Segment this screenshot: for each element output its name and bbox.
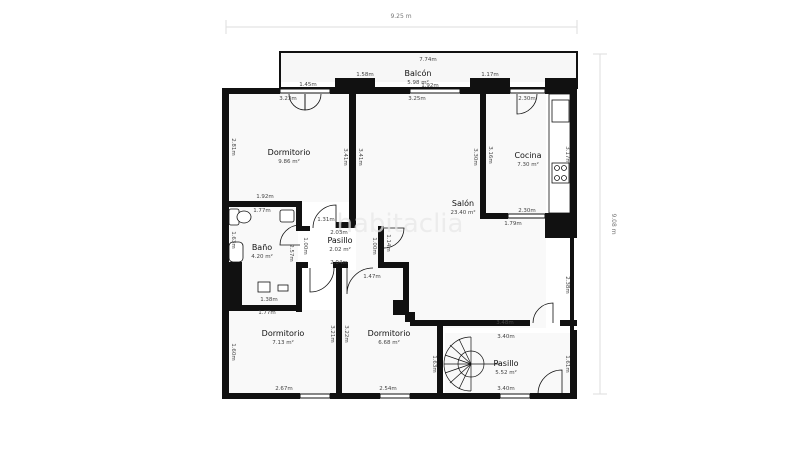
balcony-outline — [279, 51, 578, 89]
room-area-dormitorio-1: 9.86 m² — [278, 158, 300, 165]
dim-label: 2.30m — [518, 208, 536, 214]
dim-label: 1.63m — [431, 355, 437, 373]
fixtures — [228, 93, 571, 293]
room-area-pasillo-1: 2.02 m² — [329, 246, 351, 253]
room-area-salon: 23.40 m² — [450, 209, 475, 216]
dim-label: 1.77m — [253, 208, 271, 214]
dim-label: 3.22m — [343, 325, 349, 343]
dim-label: 1.63m — [230, 231, 236, 249]
walls — [222, 78, 577, 399]
sink-icon — [228, 241, 244, 263]
dimension-labels: 7.74m 1.58m 1.17m 1.92m 1.45m 3.23m 3.25… — [230, 57, 570, 392]
shower-icon — [257, 281, 271, 293]
dim-label: 1.45m — [299, 82, 317, 88]
dim-label: 2.38m — [564, 276, 570, 294]
dim-label: 2.67m — [275, 386, 293, 392]
room-area-pasillo-2: 5.52 m² — [495, 369, 517, 376]
dim-label: 1.92m — [421, 83, 439, 89]
bidet-icon — [279, 209, 295, 223]
windows — [279, 88, 546, 399]
spiral-staircase-icon — [443, 336, 500, 392]
room-area-cocina: 7.30 m² — [517, 161, 539, 168]
dim-label: 1.14m — [385, 234, 391, 252]
room-name-dormitorio-2: Dormitorio — [262, 329, 305, 338]
dim-label: 3.40m — [497, 386, 515, 392]
room-name-dormitorio-1: Dormitorio — [268, 148, 311, 157]
dim-label: 2.54m — [379, 386, 397, 392]
dim-label: 1.38m — [260, 297, 278, 303]
dim-label: 1.77m — [258, 310, 276, 316]
room-labels: Balcón 5.98 m² Dormitorio 9.86 m² Salón … — [251, 68, 541, 376]
stove-icon — [551, 162, 570, 184]
dim-label: 1.47m — [363, 274, 381, 280]
dim-label: 3.48m — [496, 320, 514, 326]
dim-label: 3.16m — [487, 146, 493, 164]
kitchen-sink-icon — [551, 99, 570, 123]
dim-label: 1.60m — [230, 343, 236, 361]
dim-label: 1.79m — [504, 221, 522, 227]
dim-label: 3.23m — [279, 96, 297, 102]
dim-label: 1.17m — [481, 72, 499, 78]
room-name-bano: Baño — [252, 243, 272, 252]
room-name-pasillo-2: Pasillo — [493, 359, 518, 368]
drain-icon — [277, 284, 289, 292]
room-area-balcon: 5.98 m² — [407, 79, 429, 86]
dim-label: 1.92m — [256, 194, 274, 200]
dim-label: 1.61m — [564, 355, 570, 373]
room-name-dormitorio-3: Dormitorio — [368, 329, 411, 338]
dim-label: 3.40m — [497, 334, 515, 340]
dim-label: 2.57m — [288, 244, 294, 262]
watermark: habitaclia — [337, 209, 464, 239]
dim-label: 3.41m — [342, 148, 348, 166]
dim-label: 3.21m — [329, 325, 335, 343]
dim-label: 3.17m — [564, 146, 570, 164]
room-name-pasillo-1: Pasillo — [327, 236, 352, 245]
dim-label: 3.41m — [357, 148, 363, 166]
overall-height-label: 9.08 m — [610, 213, 617, 234]
dim-label: 2.81m — [230, 138, 236, 156]
room-name-salon: Salón — [452, 198, 474, 208]
room-area-dormitorio-2: 7.13 m² — [272, 339, 294, 346]
dim-label: 2.04m — [330, 260, 348, 266]
overall-width-label: 9.25 m — [390, 13, 411, 20]
doors — [279, 93, 563, 395]
overall-height-dimension: 9.08 m — [593, 53, 617, 395]
room-area-bano: 4.20 m² — [251, 253, 273, 260]
dim-label: 2.03m — [330, 230, 348, 236]
room-area-dormitorio-3: 6.68 m² — [378, 339, 400, 346]
dim-label: 1.58m — [356, 72, 374, 78]
dim-label: 1.00m — [302, 237, 308, 255]
dim-label: 3.30m — [472, 148, 478, 166]
dim-label: 2.30m — [518, 96, 536, 102]
room-name-cocina: Cocina — [514, 151, 541, 160]
overall-width-dimension: 9.25 m — [225, 13, 578, 34]
dim-label: 7.74m — [419, 57, 437, 63]
room-name-balcon: Balcón — [405, 68, 432, 78]
dim-label: 3.25m — [408, 96, 426, 102]
dim-label: 1.00m — [371, 237, 377, 255]
dim-label: 1.31m — [317, 217, 335, 223]
